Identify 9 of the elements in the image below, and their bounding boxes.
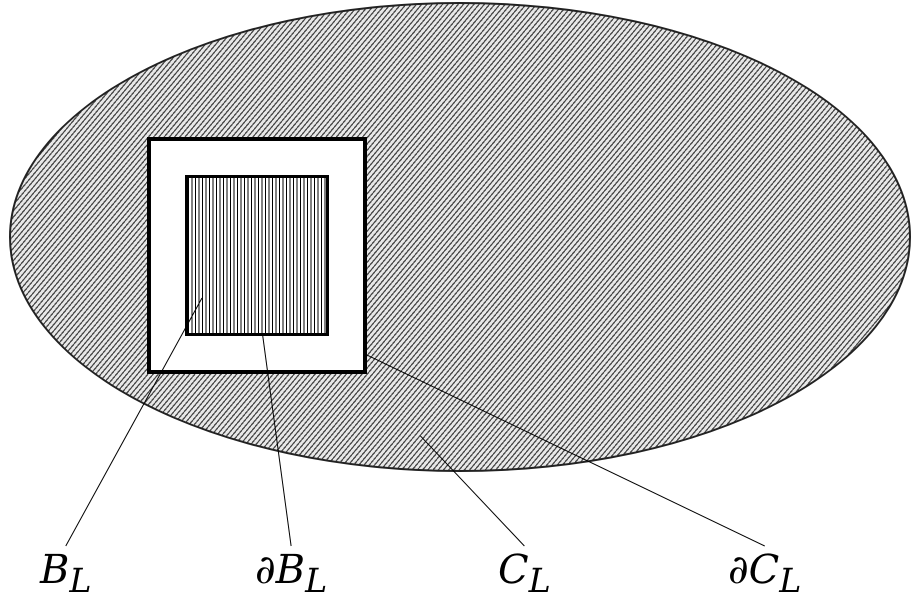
leader-line — [420, 435, 525, 546]
leader-line — [65, 298, 202, 546]
math-label: B$_{L}$ — [40, 550, 92, 598]
hatched-square — [185, 175, 329, 336]
leader-line — [262, 336, 292, 546]
math-label: ∂C$_{L}$ — [728, 550, 802, 598]
math-label: ∂B$_{L}$ — [255, 550, 328, 598]
square-frame — [147, 137, 367, 374]
math-label: C$_{L}$ — [498, 550, 551, 598]
